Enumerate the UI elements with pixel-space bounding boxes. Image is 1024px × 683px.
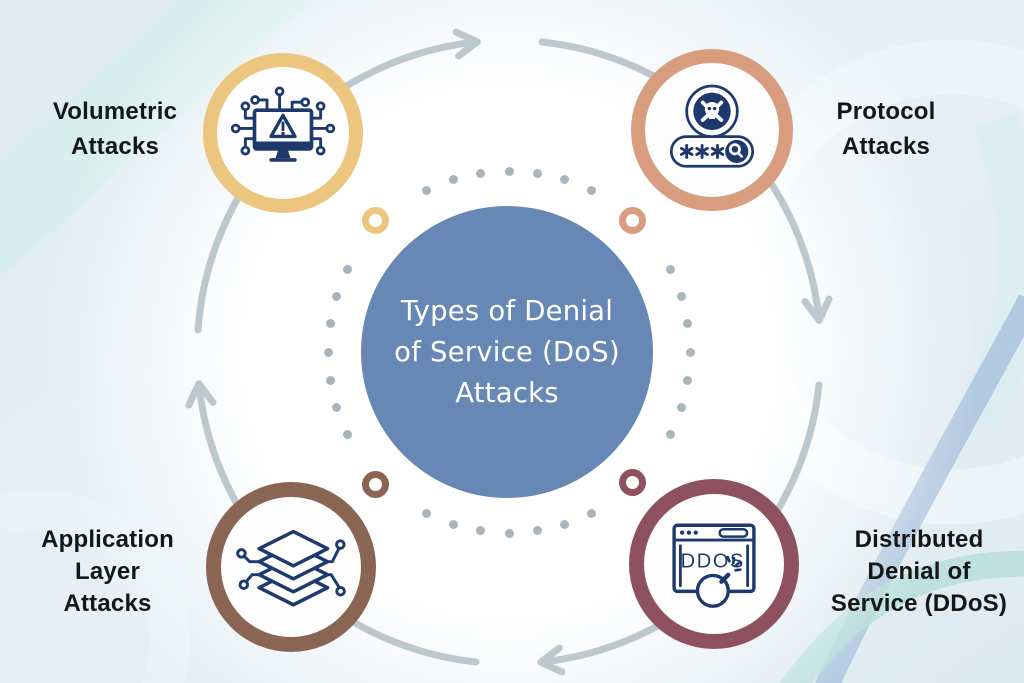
ring-dot bbox=[676, 403, 686, 413]
ring-dot bbox=[325, 319, 335, 329]
stacked-layers-icon bbox=[236, 529, 346, 607]
ring-dot bbox=[586, 186, 596, 196]
label-ddos: Distributed Denial of Service (DDoS) bbox=[830, 526, 1008, 617]
ring-dot bbox=[685, 347, 695, 357]
ring-dot bbox=[448, 175, 458, 185]
ring-dot bbox=[332, 291, 342, 301]
ring-dot bbox=[422, 508, 432, 518]
ring-dot bbox=[560, 519, 570, 529]
ring-dot bbox=[683, 319, 693, 329]
ring-dot bbox=[676, 291, 686, 301]
ring-dot bbox=[532, 168, 542, 178]
ring-dot bbox=[325, 375, 335, 385]
ring-dot bbox=[476, 168, 486, 178]
node-circle-protocol bbox=[631, 49, 793, 211]
skull-password-icon bbox=[669, 84, 755, 168]
node-circle-ddos: DDOS bbox=[629, 479, 799, 649]
ring-dot bbox=[422, 186, 432, 196]
ring-dot bbox=[448, 519, 458, 529]
ring-dot bbox=[560, 175, 570, 185]
ring-dot bbox=[532, 526, 542, 536]
center-title: Types of Denial of Service (DoS) Attacks bbox=[394, 294, 620, 409]
accent-donut-volumetric bbox=[361, 206, 389, 234]
ring-dot bbox=[586, 508, 596, 518]
accent-donut-protocol bbox=[618, 206, 646, 234]
ring-dot bbox=[332, 403, 342, 413]
ring-dot bbox=[683, 375, 693, 385]
browser-bomb-icon: DDOS bbox=[672, 523, 756, 608]
label-application: Application Layer Attacks bbox=[41, 526, 174, 617]
ring-dot bbox=[476, 526, 486, 536]
ring-dot bbox=[504, 166, 514, 176]
accent-donut-application bbox=[361, 470, 389, 498]
ring-dot bbox=[343, 429, 353, 439]
ring-dot bbox=[665, 429, 675, 439]
monitor-alert-circuit-icon bbox=[230, 86, 336, 162]
label-volumetric: Volumetric Attacks bbox=[52, 98, 178, 160]
node-circle-application bbox=[206, 482, 376, 652]
ring-dot bbox=[343, 265, 353, 275]
ring-dot bbox=[504, 528, 514, 538]
node-circle-volumetric bbox=[203, 53, 363, 213]
label-protocol: Protocol Attacks bbox=[836, 98, 936, 160]
accent-donut-ddos bbox=[618, 468, 646, 496]
center-circle: Types of Denial of Service (DoS) Attacks bbox=[361, 206, 653, 498]
ring-dot bbox=[323, 347, 333, 357]
ring-dot bbox=[665, 265, 675, 275]
